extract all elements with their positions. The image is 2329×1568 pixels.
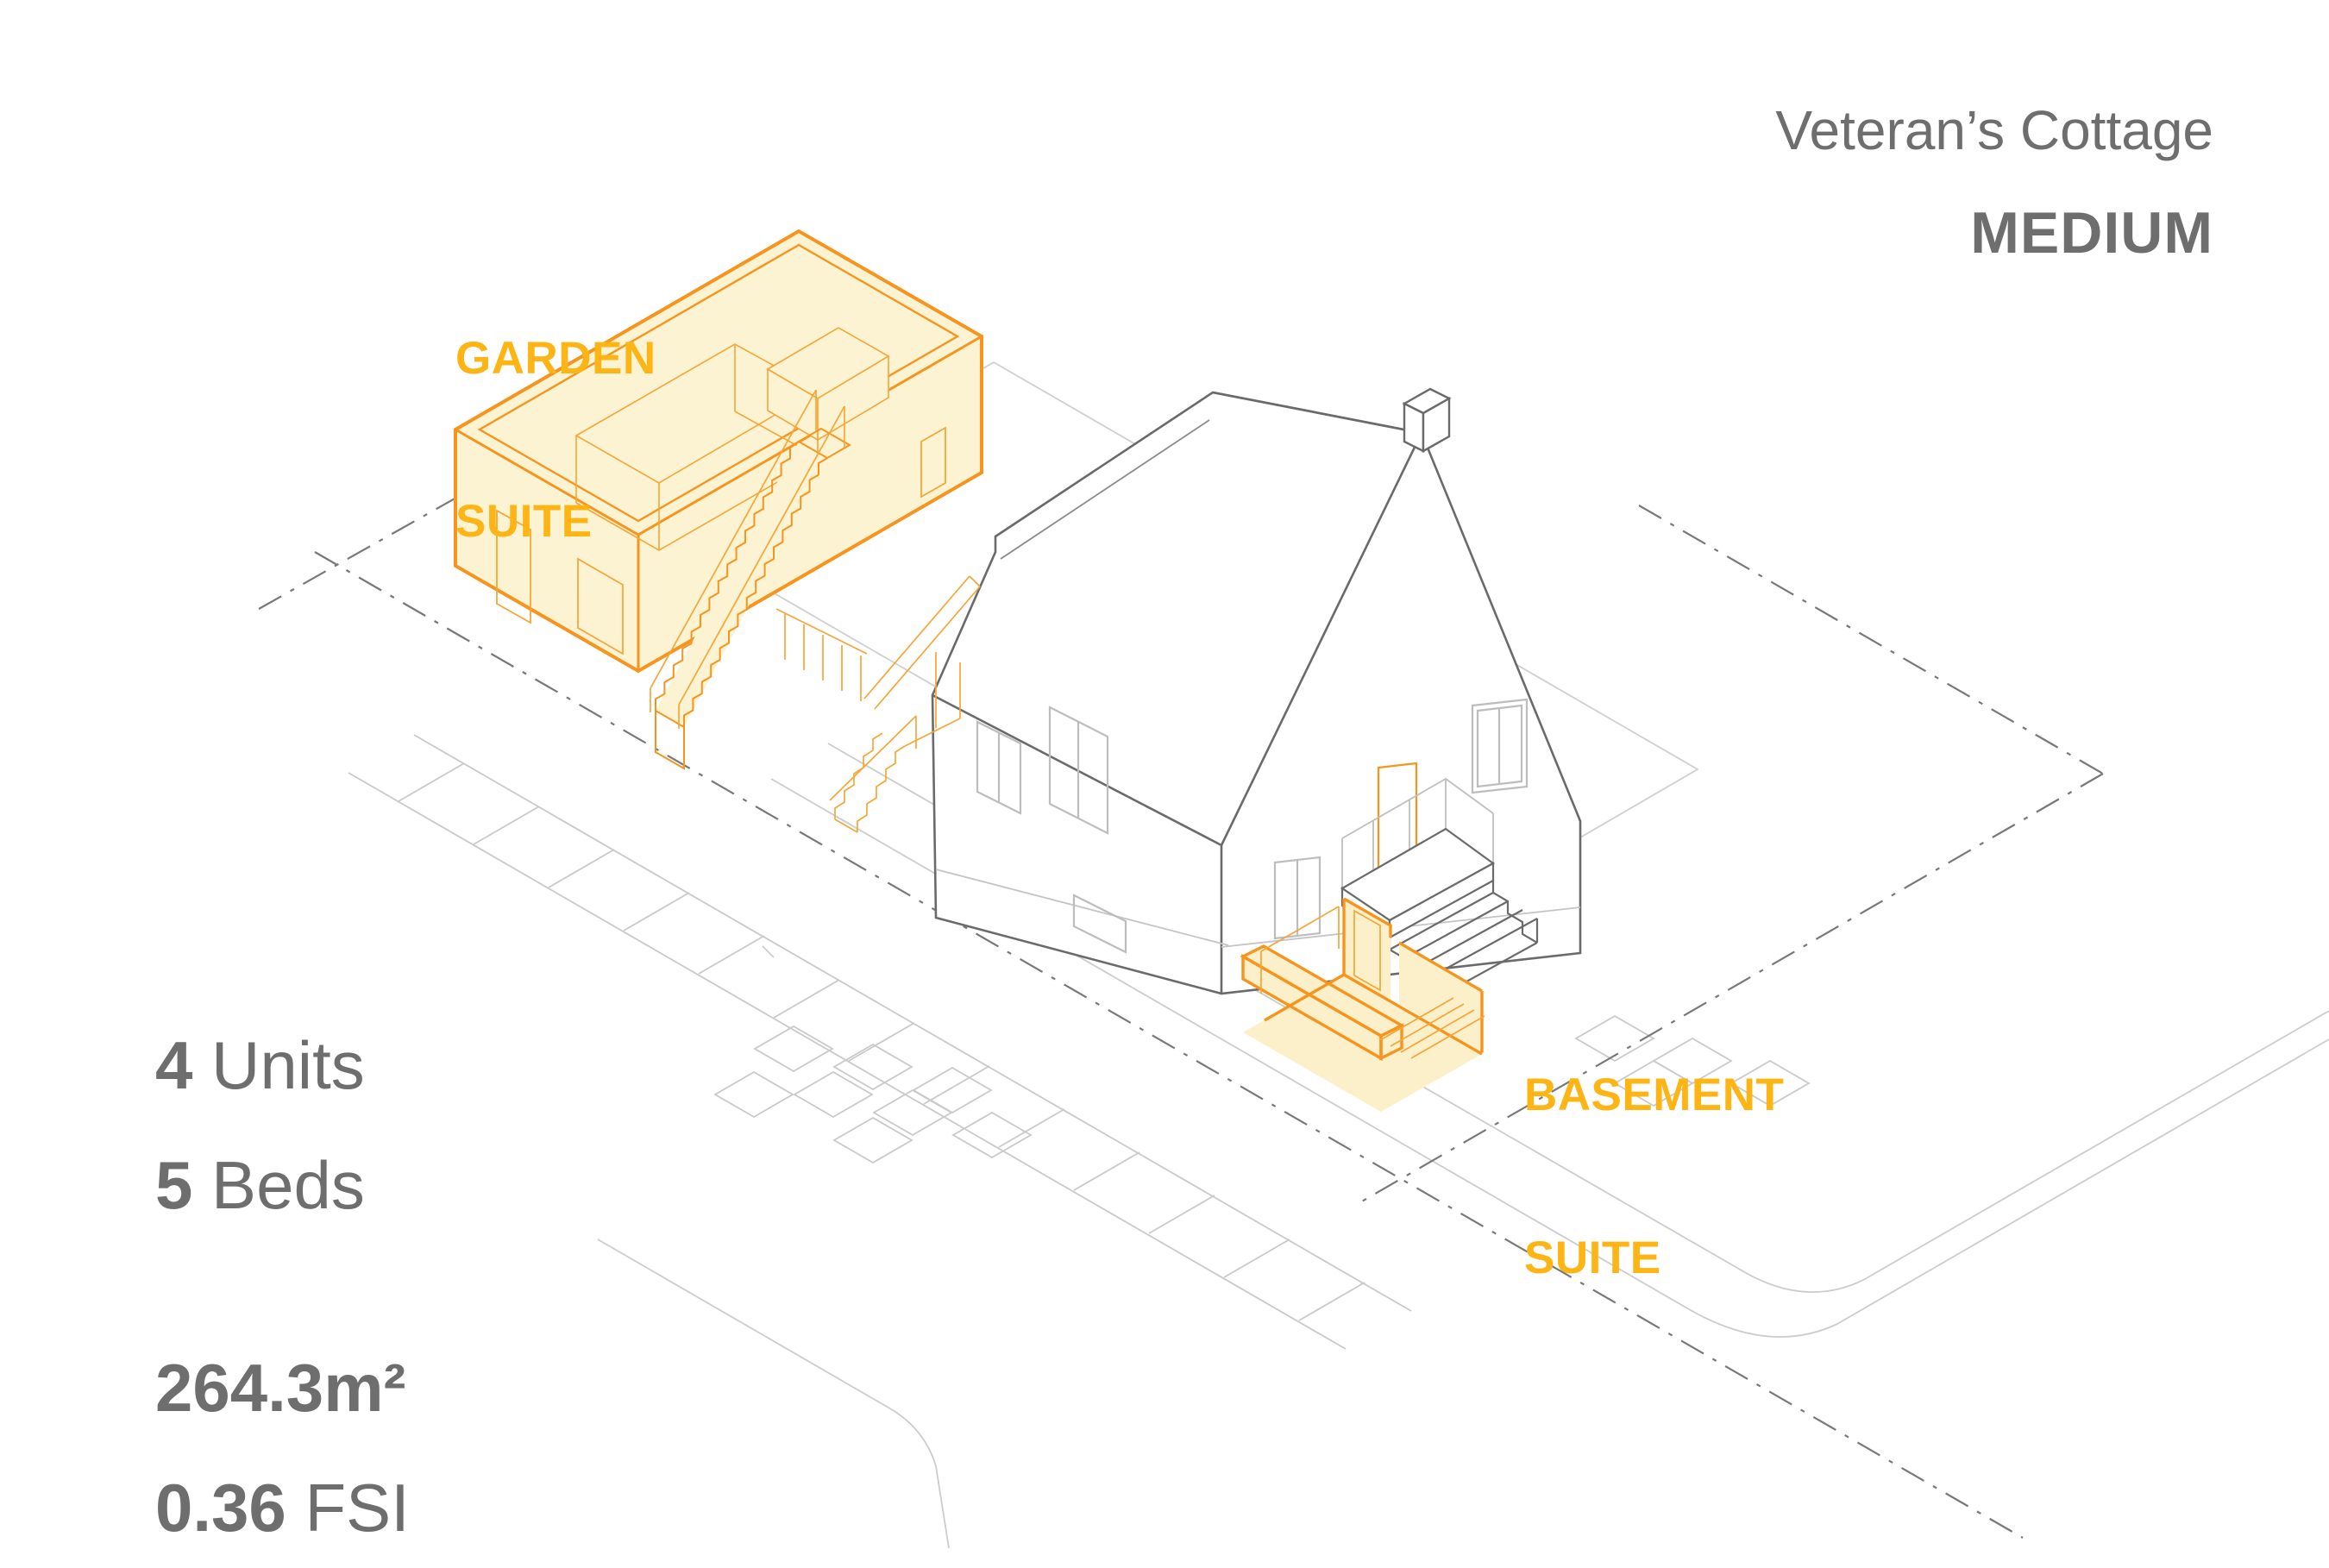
main-house xyxy=(931,387,1582,995)
side-entry-stair xyxy=(775,575,981,833)
wing-roof-inner-line xyxy=(1000,419,1210,560)
basement-suite-label: BASEMENT SUITE xyxy=(1524,1069,1785,1283)
house-ridge xyxy=(1212,391,1422,435)
sidewalk-street-corner xyxy=(597,743,2329,1549)
pit-guard-rail xyxy=(1260,906,1340,994)
garden-suite-building xyxy=(454,229,983,770)
property-line-left-side xyxy=(314,551,2024,1539)
basement-door xyxy=(1353,909,1381,992)
house-silhouette xyxy=(931,391,1582,995)
stray-tick xyxy=(762,945,775,958)
property-line-front xyxy=(1353,773,2104,1207)
stats-area-fsi: 264.3m² 0.36 FSI xyxy=(155,1313,410,1568)
garden-suite-label: GARDEN SUITE xyxy=(455,333,656,547)
garden-suite-exterior-stair xyxy=(650,389,852,770)
house-window-sw-upper-left xyxy=(976,720,1022,815)
house-window-front-upper xyxy=(1471,698,1529,794)
stats-units-beds: 4 Units 5 Beds xyxy=(155,990,365,1245)
house-window-sw-upper-right xyxy=(1048,706,1109,835)
garden-suite-window-se xyxy=(920,426,946,499)
garden-suite-door xyxy=(496,509,531,624)
stats-fsi: 0.36 FSI xyxy=(155,1470,410,1546)
title-size-variant: MEDIUM xyxy=(1970,200,2213,266)
roof-parapet xyxy=(477,243,960,523)
stair-railing xyxy=(650,389,845,729)
title-project-name: Veteran’s Cottage xyxy=(1775,99,2213,161)
basement-suite-stairwell xyxy=(1240,897,1485,1112)
house-window-basement xyxy=(1072,894,1127,954)
property-line-right-side xyxy=(1638,505,2104,775)
chimney xyxy=(1402,387,1452,454)
stats-beds: 5 Beds xyxy=(155,1147,365,1223)
property-line-back xyxy=(258,489,471,610)
basement-entry-steps xyxy=(1379,997,1485,1059)
front-rake xyxy=(1220,432,1423,846)
pit-wall-top-edge xyxy=(1343,897,1483,993)
diagram-title: Veteran’s Cottage MEDIUM xyxy=(1775,67,2213,288)
paver-walkway xyxy=(348,734,1811,1350)
driveway-curb-line xyxy=(597,1239,950,1549)
property-lines xyxy=(258,489,2104,1539)
stats-area: 264.3m² xyxy=(155,1350,406,1426)
porch-railing xyxy=(1341,777,1494,888)
garden-suite-window-sw xyxy=(577,557,624,655)
stats-units: 4 Units xyxy=(155,1027,365,1103)
house-window-front-lower xyxy=(1273,856,1321,940)
roof-stair-bulkhead xyxy=(766,327,890,442)
stair-top-landing xyxy=(796,427,852,460)
side-porch-roof-lines xyxy=(863,575,981,710)
